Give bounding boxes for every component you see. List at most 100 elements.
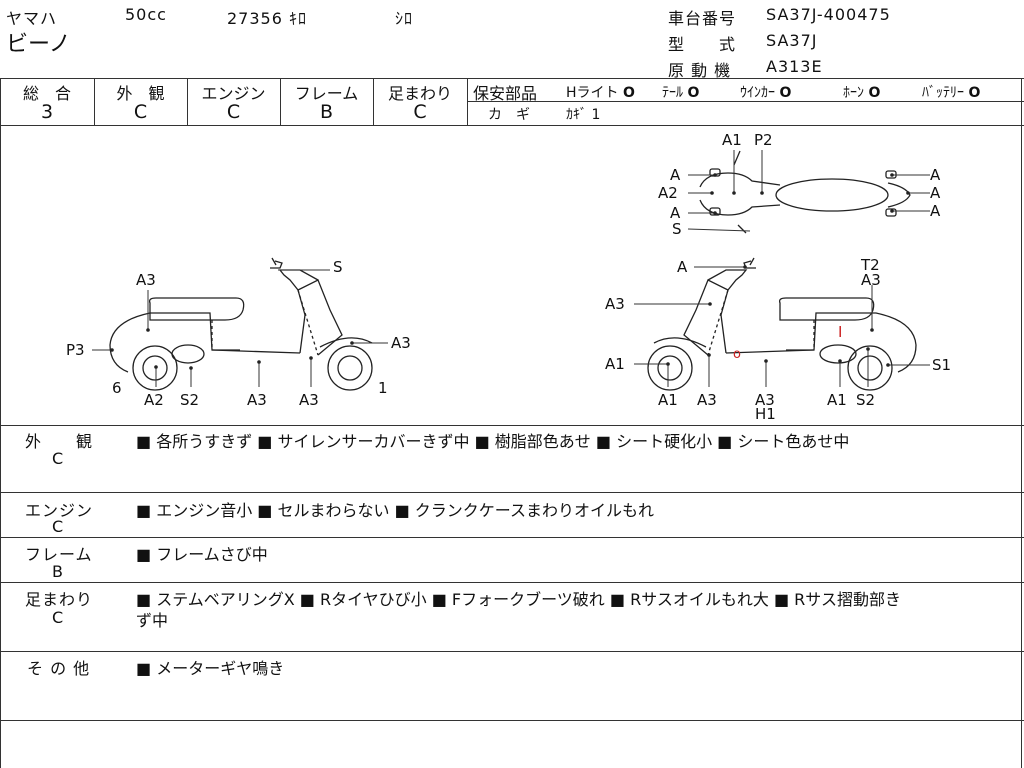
- section-grade-frame: B: [52, 562, 63, 581]
- section-text-suspension-cont: ず中: [136, 611, 169, 630]
- col-divider: [94, 78, 95, 125]
- grade-value-exterior: C: [133, 101, 148, 123]
- label-left: A3: [247, 391, 267, 409]
- label-left: 6: [112, 379, 122, 397]
- grade-value-suspension: C: [413, 101, 427, 123]
- grade-value-frame: B: [319, 101, 334, 123]
- safety-item-tail: ﾃｰﾙ O: [662, 85, 700, 101]
- grade-label-engine: エンジン: [201, 84, 266, 103]
- type-label: 型 式: [668, 35, 737, 54]
- section-divider: [0, 492, 1024, 493]
- section-label-engine: エンジン: [25, 501, 94, 520]
- type-value: SA37J: [766, 31, 818, 50]
- table-top-border: [0, 78, 1024, 79]
- grade-label-overall: 総 合: [22, 84, 71, 103]
- key-value: ｶｷﾞ 1: [566, 107, 601, 123]
- label-left: A3: [299, 391, 319, 409]
- section-text-exterior: ■ 各所うすきず ■ サイレンサーカバーきず中 ■ 樹脂部色あせ ■ シート硬化…: [136, 432, 850, 451]
- section-label-other: そ の 他: [27, 659, 91, 678]
- section-grade-suspension: C: [52, 608, 64, 627]
- section-divider: [0, 582, 1024, 583]
- section-text-engine: ■ エンジン音小 ■ セルまわらない ■ クランクケースまわりオイルもれ: [136, 501, 654, 520]
- safety-item-winker: ｳｲﾝｶｰ O: [740, 85, 792, 101]
- label-left: 1: [378, 379, 388, 397]
- section-divider: [0, 425, 1024, 426]
- label-left: A3: [391, 334, 411, 352]
- label-right: A3: [605, 295, 625, 313]
- grade-value-engine: C: [226, 101, 241, 123]
- key-label: カ ギ: [488, 107, 530, 123]
- label-right: A: [677, 258, 688, 276]
- label-top: A2: [658, 184, 678, 202]
- status-circle-icon: O: [687, 85, 700, 101]
- engine-value: A313E: [766, 57, 823, 76]
- col-divider: [373, 78, 374, 125]
- label-top: A: [930, 202, 941, 220]
- grade-label-suspension: 足まわり: [387, 84, 452, 103]
- col-divider: [187, 78, 188, 125]
- mileage: 27356 ｷﾛ: [227, 9, 307, 28]
- section-divider: [0, 651, 1024, 652]
- red-mark: I: [838, 323, 842, 341]
- label-top: A: [670, 204, 681, 222]
- outer-right-border: [1021, 78, 1022, 768]
- diagram-labels: A3 P3 6 A2 S2 A3 A3 S A3 1 A1 P2 A A2 A …: [66, 131, 951, 423]
- label-right: S1: [932, 356, 951, 374]
- status-circle-icon: O: [779, 85, 792, 101]
- col-divider: [280, 78, 281, 125]
- label-top: A: [930, 184, 941, 202]
- section-grade-engine: C: [52, 517, 64, 536]
- body-color: ｼﾛ: [395, 9, 414, 28]
- grade-label-frame: フレーム: [294, 84, 359, 103]
- label-top: P2: [754, 131, 773, 149]
- label-right: A3: [861, 271, 881, 289]
- section-text-suspension: ■ ステムベアリングX ■ Rタイヤひび小 ■ Fフォークブーツ破れ ■ Rサス…: [136, 590, 901, 609]
- label-top: A1: [722, 131, 742, 149]
- grade-label-exterior: 外 観: [116, 84, 165, 103]
- label-right: A1: [827, 391, 847, 409]
- model-name: ビーノ: [6, 32, 71, 57]
- label-top: A: [930, 166, 941, 184]
- label-top: A: [670, 166, 681, 184]
- status-circle-icon: O: [968, 85, 981, 101]
- label-right: A1: [658, 391, 678, 409]
- section-text-frame: ■ フレームさび中: [136, 545, 268, 564]
- safety-item-battery: ﾊﾞｯﾃﾘｰ O: [922, 85, 981, 101]
- chassis-label: 車台番号: [668, 9, 737, 28]
- grade-value-overall: 3: [40, 101, 54, 123]
- top-scooter-drawing: [699, 150, 911, 234]
- marker-dots: [110, 173, 910, 370]
- chassis-number: SA37J-400475: [766, 5, 891, 24]
- outer-left-border: [0, 78, 1, 768]
- safety-title: 保安部品: [473, 84, 538, 103]
- table-mid-border: [467, 101, 1024, 102]
- status-circle-icon: O: [868, 85, 881, 101]
- safety-item-horn: ﾎｰﾝ O: [843, 85, 881, 101]
- label-left: A2: [144, 391, 164, 409]
- safety-item-headlight: Hライト O: [566, 85, 635, 101]
- leader-lines: [92, 150, 930, 387]
- section-label-frame: フレーム: [25, 545, 93, 564]
- label-left: P3: [66, 341, 85, 359]
- label-right: A1: [605, 355, 625, 373]
- safety-parts: 保安部品: [473, 80, 537, 104]
- maker: ヤマハ: [6, 9, 58, 28]
- left-scooter-drawing: [109, 257, 373, 391]
- label-left: S2: [180, 391, 199, 409]
- right-scooter-drawing: [647, 257, 917, 391]
- status-circle-icon: O: [622, 85, 635, 101]
- damage-diagram: A3 P3 6 A2 S2 A3 A3 S A3 1 A1 P2 A A2 A …: [66, 131, 951, 423]
- section-divider: [0, 537, 1024, 538]
- label-right: A3: [697, 391, 717, 409]
- red-mark: o: [733, 347, 741, 362]
- label-right: T2: [860, 256, 880, 274]
- label-right: H1: [755, 405, 776, 423]
- col-divider: [467, 78, 468, 125]
- section-text-other: ■ メーターギヤ鳴き: [136, 659, 285, 678]
- label-right: S2: [856, 391, 875, 409]
- label-right: A3: [755, 391, 775, 409]
- table-bottom-border: [0, 125, 1024, 126]
- section-divider: [0, 720, 1024, 721]
- label-left: S: [333, 258, 343, 276]
- displacement: 50cc: [125, 5, 167, 24]
